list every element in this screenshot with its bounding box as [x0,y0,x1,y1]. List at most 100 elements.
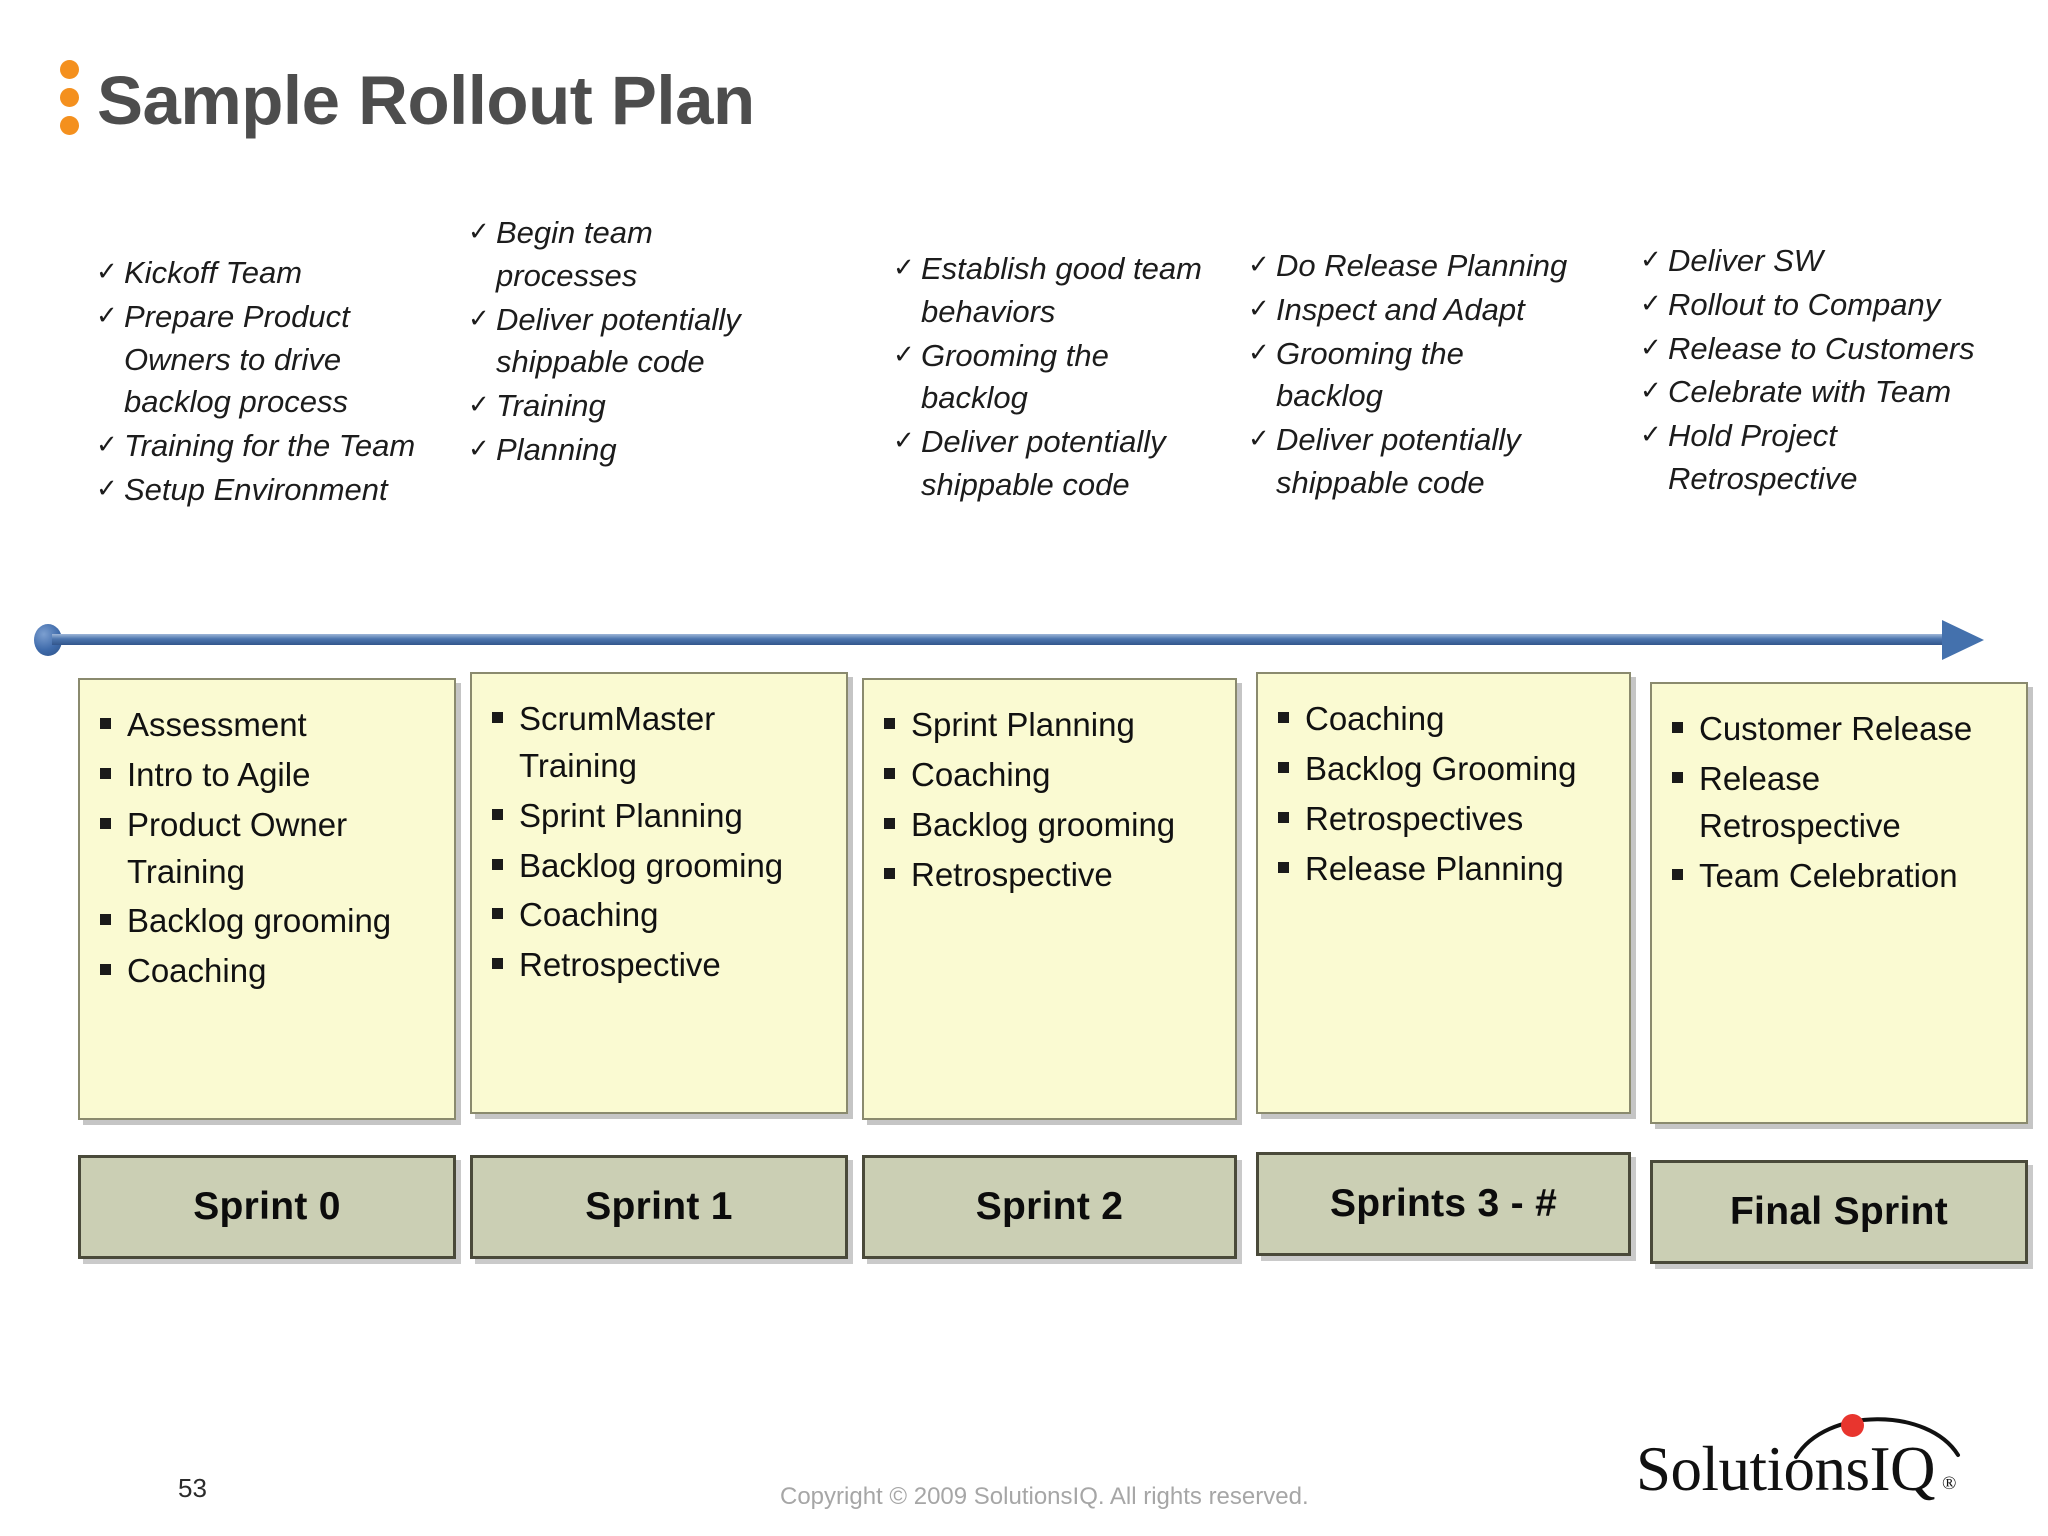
goal-item-label: Kickoff Team [124,255,303,290]
goal-item-label: Prepare Product Owners to drive backlog … [124,298,350,420]
goal-item-label: Do Release Planning [1276,248,1568,283]
square-bullet-icon [100,702,127,729]
activity-item-label: Backlog Grooming [1305,749,1577,787]
sprint-label-2: Sprint 2 [862,1155,1237,1259]
logo-arc-icon [1794,1417,1960,1459]
goal-item-label: Grooming the backlog [921,337,1109,416]
checkmark-icon: ✓ [468,302,490,333]
square-bullet-icon [1672,853,1699,880]
checkmark-icon: ✓ [1640,419,1662,450]
sprint-label-0: Sprint 0 [78,1155,456,1259]
activity-item-label: Backlog grooming [127,902,392,940]
goal-item: ✓Grooming the backlog [1248,333,1568,419]
activity-item-label: Sprint Planning [911,706,1135,743]
orange-dot-icon [60,60,79,79]
goal-item-label: Begin team processes [496,215,653,293]
logo-red-dot-icon [1841,1414,1864,1437]
activity-item: Coaching [1278,696,1615,743]
square-bullet-icon [1278,746,1305,773]
goal-item-label: Establish good team behaviors [921,251,1202,329]
square-bullet-icon [1278,696,1305,723]
sprint-label-1: Sprint 1 [470,1155,848,1259]
goal-item-label: Training for the Team [124,428,416,464]
checkmark-icon: ✓ [468,432,490,463]
timeline-arrowhead-icon [1942,620,1984,660]
goal-item-label: Celebrate with Team [1668,374,1952,410]
square-bullet-icon [884,752,911,779]
square-bullet-icon [1278,796,1305,823]
activity-item: Team Celebration [1672,853,2012,900]
goal-item-label: Deliver potentially shippable code [921,424,1166,502]
goal-item: ✓Planning [468,429,798,472]
goal-item: ✓Grooming the backlog [893,335,1203,421]
square-bullet-icon [100,948,127,976]
square-bullet-icon [884,802,911,829]
square-bullet-icon [100,802,127,829]
checkmark-icon: ✓ [468,216,490,246]
activity-item: Backlog grooming [884,802,1221,849]
activity-item-label: Product Owner Training [127,805,348,890]
page-title: Sample Rollout Plan [97,62,755,139]
activity-item-label: Retrospective [519,946,721,984]
activity-item: Backlog grooming [100,898,440,945]
activity-item: Backlog grooming [492,843,832,890]
square-bullet-icon [492,793,519,820]
checkmark-icon: ✓ [1248,249,1270,279]
activity-item: Coaching [100,948,440,995]
square-bullet-icon [884,852,911,879]
checkmark-icon: ✓ [1640,287,1662,318]
activity-item-label: Retrospective [911,855,1113,893]
goals-column-sprint-0: ✓Kickoff Team✓Prepare Product Owners to … [96,252,426,513]
goal-item: ✓Setup Environment [96,469,426,512]
goal-item: ✓Deliver potentially shippable code [468,299,798,385]
goal-item: ✓Deliver potentially shippable code [1248,419,1568,505]
goal-item-label: Deliver SW [1668,243,1824,278]
goal-item: ✓Establish good team behaviors [893,248,1203,334]
checkmark-icon: ✓ [96,472,118,503]
copyright-notice: Copyright © 2009 SolutionsIQ. All rights… [780,1483,1309,1510]
title-dots-decoration [60,60,79,141]
goal-item: ✓Rollout to Company [1640,284,2020,327]
activity-item: Sprint Planning [884,702,1221,749]
square-bullet-icon [1278,846,1305,873]
checkmark-icon: ✓ [1640,244,1662,274]
square-bullet-icon [884,702,911,729]
activity-item-label: Coaching [1305,700,1445,737]
activity-item: Coaching [884,752,1221,799]
square-bullet-icon [492,696,519,723]
goal-item-label: Deliver potentially shippable code [1276,422,1521,500]
checkmark-icon: ✓ [1640,375,1662,406]
activity-item-label: Release Planning [1305,849,1564,887]
activity-item: Retrospectives [1278,796,1615,843]
activity-item-label: Backlog grooming [519,846,784,884]
checkmark-icon: ✓ [96,299,118,330]
activity-item: Release Retrospective [1672,756,2012,850]
checkmark-icon: ✓ [1640,331,1662,362]
activity-item: Retrospective [492,942,832,989]
goal-item: ✓Kickoff Team [96,252,426,295]
activity-item-label: Customer Release [1699,710,1973,747]
goal-item: ✓Begin team processes [468,212,798,298]
goal-item: ✓Inspect and Adapt [1248,289,1568,332]
activity-item: Customer Release [1672,706,2012,753]
checkmark-icon: ✓ [1248,423,1270,454]
activity-item-label: Retrospectives [1305,799,1524,837]
goal-item: ✓Training for the Team [96,425,426,468]
activity-item: Sprint Planning [492,793,832,840]
square-bullet-icon [1672,756,1699,783]
activity-item: Coaching [492,892,832,939]
activity-item-label: Intro to Agile [127,755,311,793]
square-bullet-icon [492,843,519,870]
goals-column-final-sprint: ✓Deliver SW✓Rollout to Company✓Release t… [1640,240,2020,502]
activity-item-label: Release Retrospective [1699,759,1901,844]
goal-item: ✓Prepare Product Owners to drive backlog… [96,296,426,424]
goal-item-label: Grooming the backlog [1276,335,1464,414]
activity-item: Intro to Agile [100,752,440,799]
